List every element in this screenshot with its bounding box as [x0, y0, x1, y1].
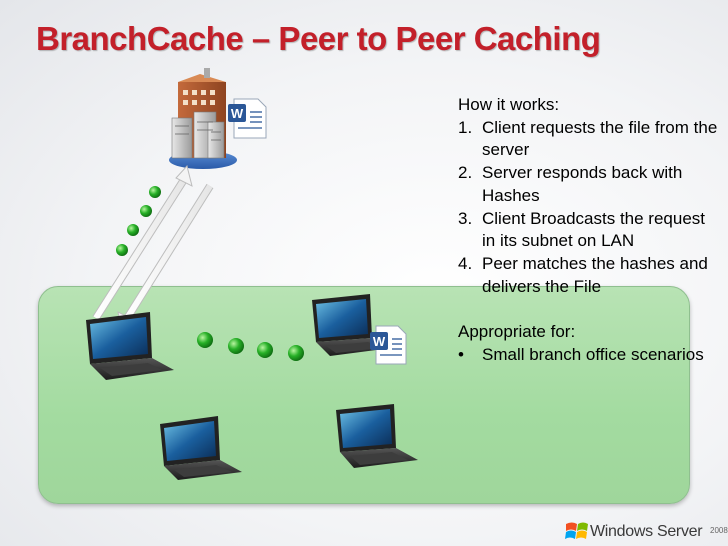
green-packet-icon [257, 342, 273, 358]
list-item: 3.Client Broadcasts the request in its s… [458, 208, 706, 251]
slide-title: BranchCache – Peer to Peer Caching [36, 20, 601, 57]
green-packet-icon [149, 186, 161, 198]
laptop-icon [86, 312, 174, 380]
green-packet-icon [228, 338, 244, 354]
windows-server-logo: Windows Server 2008 R2 [560, 516, 728, 546]
word-document-icon: W [228, 98, 267, 139]
appropriate-for-heading: Appropriate for: [458, 322, 576, 342]
spacer [458, 298, 720, 321]
list-item: 1.Client requests the file from the serv… [458, 117, 718, 160]
word-document-icon: W [370, 325, 407, 365]
brand-name: Windows Server [590, 523, 703, 540]
list-item: 4.Peer matches the hashes and delivers t… [458, 253, 708, 296]
windows-flag-icon [565, 522, 588, 539]
green-packet-icon [197, 332, 213, 348]
lan-packets [197, 332, 304, 361]
steps-list: 1.Client requests the file from the serv… [458, 117, 720, 299]
svg-text:W: W [373, 334, 386, 349]
green-packet-icon [127, 224, 139, 236]
server-building-icon [169, 68, 237, 169]
laptop-icon [336, 404, 418, 468]
laptop-icon [160, 416, 242, 480]
hash-packets [116, 186, 161, 256]
appropriate-for-list: •Small branch office scenarios [458, 344, 720, 367]
green-packet-icon [116, 244, 128, 256]
green-packet-icon [140, 205, 152, 217]
explanation-text: How it works: 1.Client requests the file… [458, 94, 720, 366]
version-label: 2008 R2 [710, 526, 728, 535]
request-arrow [92, 164, 193, 321]
list-item: 2.Server responds back with Hashes [458, 163, 683, 205]
svg-text:W: W [231, 106, 244, 121]
green-packet-icon [288, 345, 304, 361]
list-item: •Small branch office scenarios [458, 344, 704, 364]
how-it-works-heading: How it works: [458, 95, 560, 114]
